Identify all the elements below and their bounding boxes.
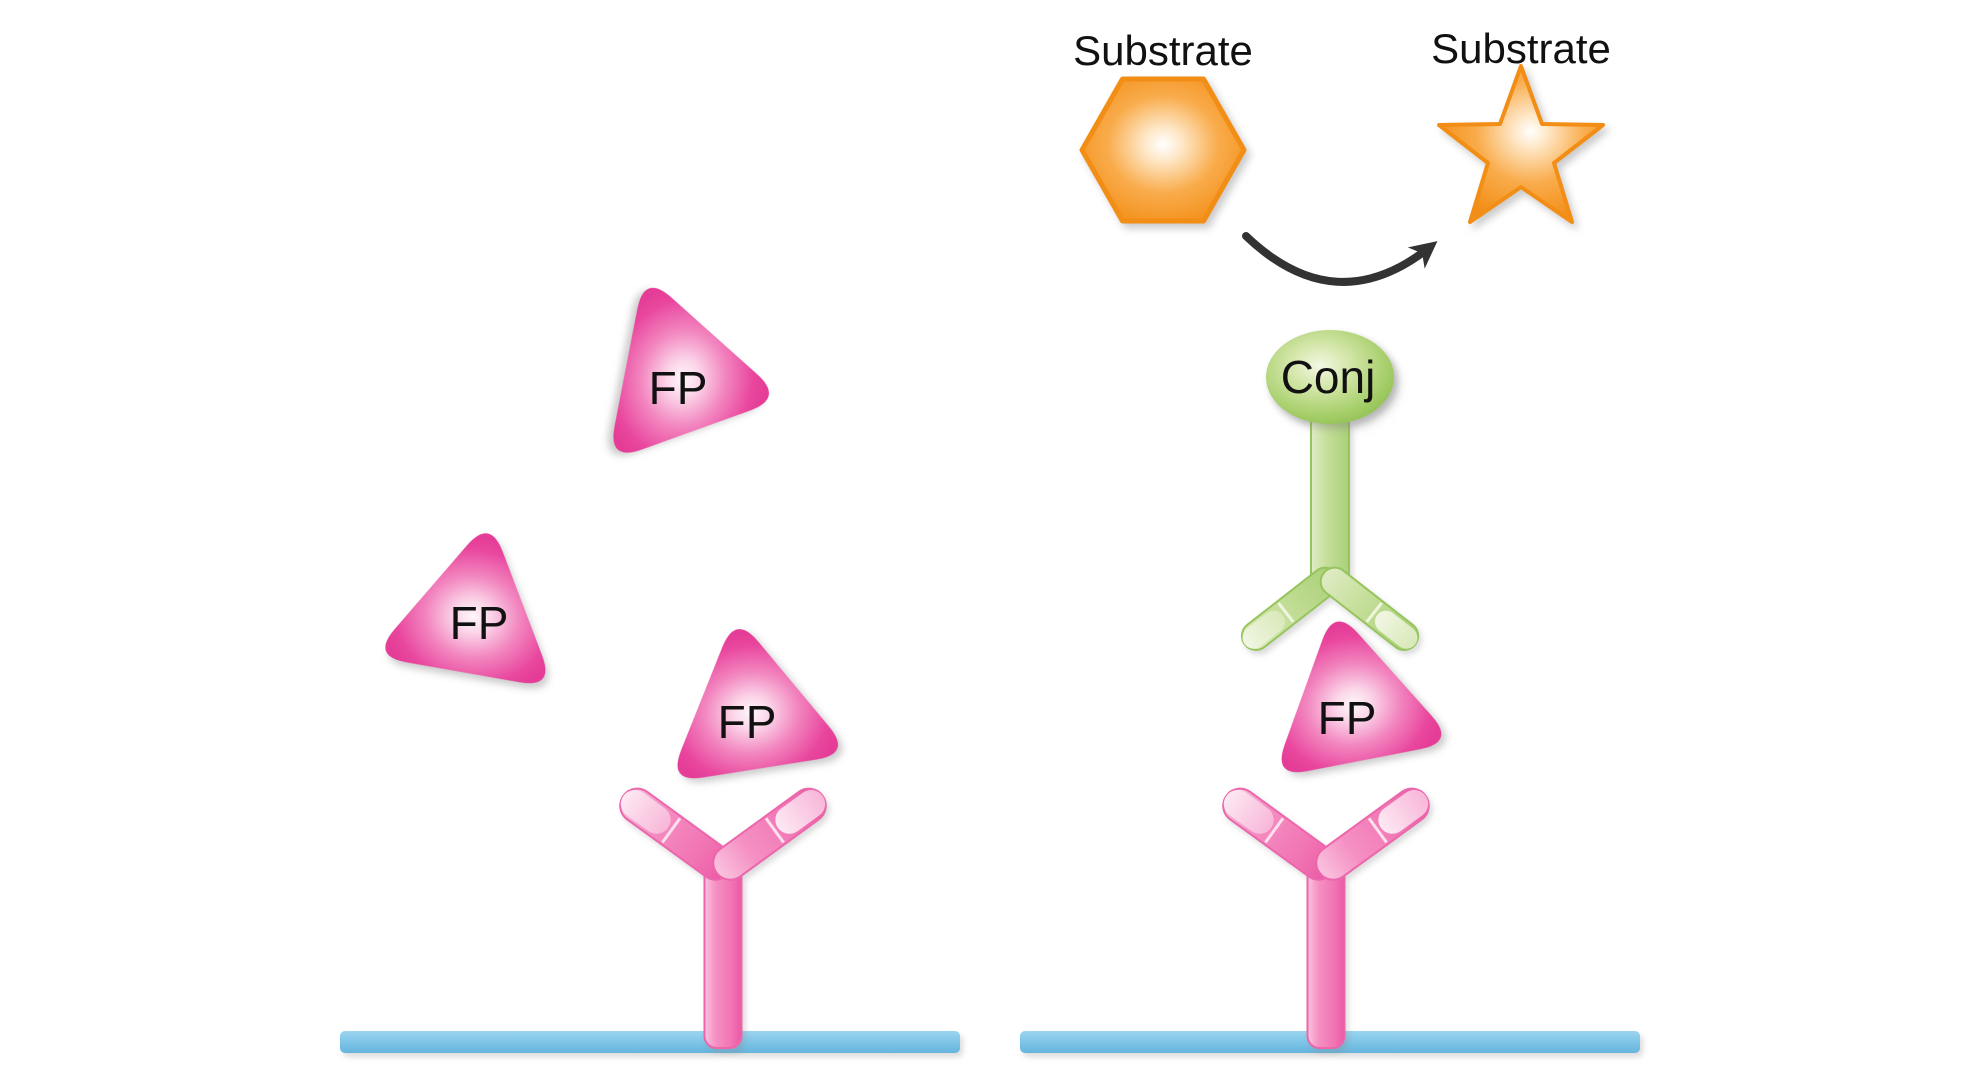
fp-antigen-triangle-bound-right bbox=[1281, 621, 1442, 773]
arm-segment-divider bbox=[1264, 817, 1285, 844]
antibody-left-arm-tip bbox=[1223, 789, 1274, 834]
conjugate-antibody-left-arm-tip bbox=[1242, 610, 1286, 649]
substrate-before-label: Substrate bbox=[1073, 27, 1253, 74]
fp-antigen-triangle-bound bbox=[677, 629, 839, 779]
left-panel: FP FP FP bbox=[340, 287, 960, 1053]
arm-segment-divider bbox=[1367, 817, 1388, 844]
substrate-hexagon-icon bbox=[1079, 76, 1247, 224]
capture-antibody-right bbox=[1222, 787, 1430, 1049]
detection-antibody-conjugate bbox=[1240, 330, 1420, 651]
fp-antigen-triangle-floating-top bbox=[613, 287, 769, 453]
fp-label-floating-middle: FP bbox=[450, 597, 509, 649]
fp-label-bound-right: FP bbox=[1318, 692, 1377, 744]
antibody-stem bbox=[1306, 857, 1346, 1049]
conjugate-label: Conj bbox=[1281, 351, 1376, 403]
antibody-left-arm-tip bbox=[620, 789, 671, 834]
fp-label-floating-top: FP bbox=[649, 362, 708, 414]
conversion-arrow-icon bbox=[1242, 232, 1438, 286]
capture-antibody-left bbox=[619, 787, 827, 1049]
antibody-right-arm-tip bbox=[1378, 789, 1429, 834]
fp-label-bound: FP bbox=[718, 696, 777, 748]
antibody-stem bbox=[703, 857, 743, 1049]
right-panel: Conj FP Substrate Substrate bbox=[1020, 25, 1640, 1053]
arm-segment-divider bbox=[1365, 602, 1383, 623]
fp-antigen-triangle-floating-middle bbox=[385, 533, 546, 684]
surface-line-left bbox=[340, 1031, 960, 1053]
arm-segment-divider bbox=[764, 817, 785, 844]
arm-segment-divider bbox=[1277, 602, 1295, 623]
conjugate-enzyme-oval bbox=[1266, 330, 1394, 424]
arm-segment-divider bbox=[661, 817, 682, 844]
conjugate-antibody-right-arm-tip bbox=[1374, 610, 1418, 649]
substrate-star-icon bbox=[1437, 64, 1605, 224]
antibody-right-arm-tip bbox=[775, 789, 826, 834]
